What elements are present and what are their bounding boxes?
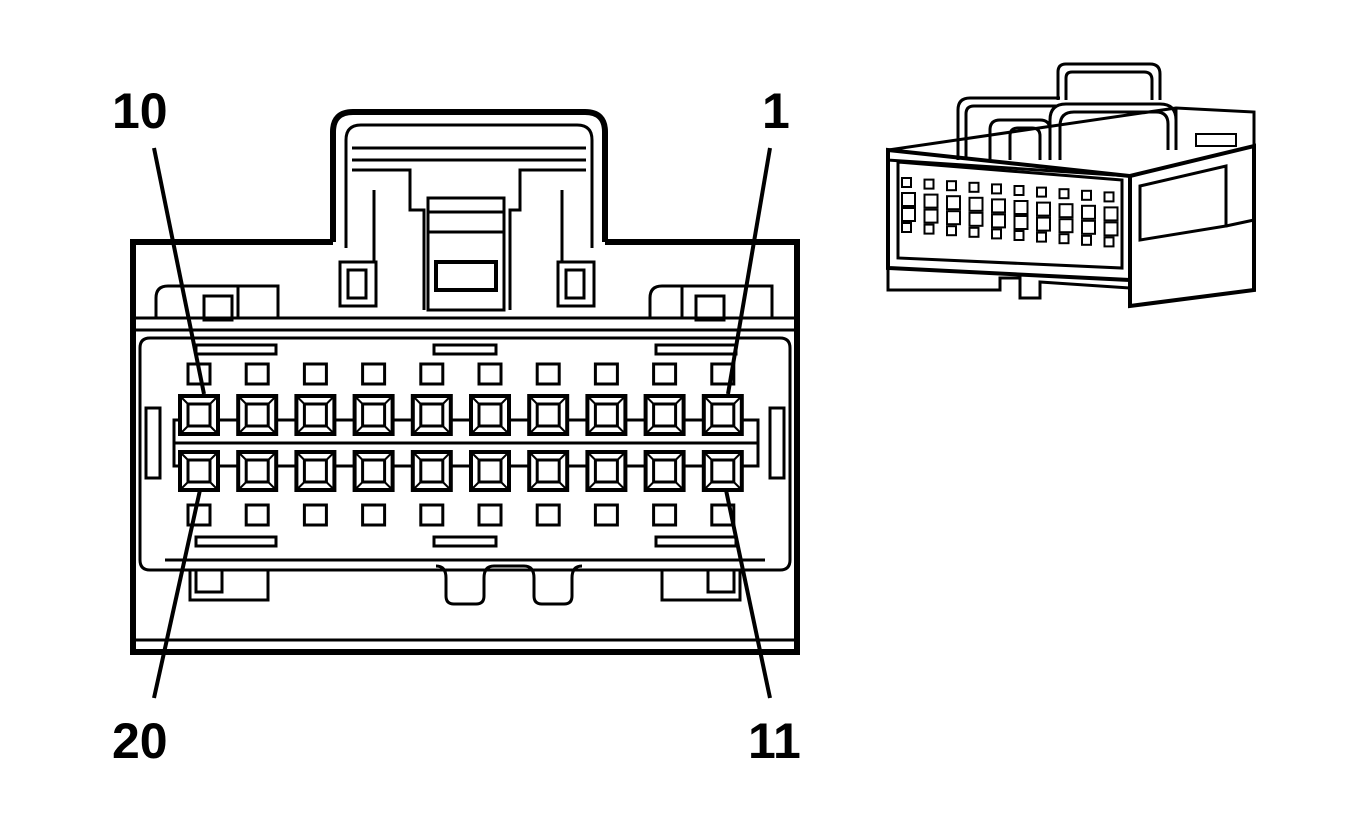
iso-cavity xyxy=(1013,185,1025,196)
pin-label-20: 20 xyxy=(112,713,168,769)
pin-cavity-3 xyxy=(585,394,628,436)
release-slot xyxy=(361,503,387,527)
iso-cavity xyxy=(1036,231,1047,243)
cavity-grid xyxy=(178,362,744,527)
pin-cavity-9 xyxy=(236,394,279,436)
pin-cavity-6 xyxy=(410,394,453,436)
iso-cavity xyxy=(1103,221,1119,237)
pin-cavity-17 xyxy=(352,450,395,492)
release-slot xyxy=(477,362,503,386)
iso-cavity xyxy=(991,228,1002,240)
iso-cavity xyxy=(946,225,957,237)
iso-cavity xyxy=(1103,206,1119,222)
release-slot xyxy=(535,503,561,527)
latch-housing xyxy=(330,109,608,242)
pin-cavity-20 xyxy=(178,450,220,492)
iso-cavity xyxy=(901,207,916,222)
iso-cavity xyxy=(968,196,984,212)
iso-cavity xyxy=(1058,188,1070,200)
pin-cavity-14 xyxy=(527,450,570,492)
iso-cavity xyxy=(946,180,957,192)
release-slot xyxy=(302,503,328,527)
pin-cavity-7 xyxy=(352,394,395,436)
release-slot xyxy=(186,503,212,527)
iso-cavity xyxy=(923,178,935,190)
iso-cavity xyxy=(901,177,912,188)
release-slot xyxy=(535,362,561,386)
release-slot xyxy=(652,503,678,527)
pin-label-11: 11 xyxy=(748,713,801,769)
release-slot xyxy=(419,362,445,386)
pin-cavity-5 xyxy=(469,394,511,436)
release-slot xyxy=(710,503,736,527)
release-slot xyxy=(244,503,270,527)
iso-cavity xyxy=(1103,191,1115,203)
pin-cavity-8 xyxy=(294,394,337,436)
release-slot xyxy=(477,503,503,527)
pin-cavity-16 xyxy=(410,450,453,492)
iso-cavity xyxy=(1036,186,1047,198)
pin-cavity-19 xyxy=(236,450,279,492)
iso-cavity xyxy=(1081,189,1092,201)
iso-cavity-grid xyxy=(901,177,1119,248)
iso-cavity xyxy=(923,193,939,209)
release-slot xyxy=(593,503,619,527)
iso-cavity xyxy=(991,183,1002,195)
pin-cavity-4 xyxy=(527,394,570,436)
iso-cavity xyxy=(991,198,1006,214)
iso-cavity xyxy=(1081,204,1096,220)
iso-cavity xyxy=(1058,218,1074,234)
iso-cavity xyxy=(1013,215,1029,230)
iso-cavity xyxy=(901,192,916,207)
pin-labels: 10 1 20 11 xyxy=(112,83,801,769)
latch-inner-outline xyxy=(344,123,594,248)
iso-cavity xyxy=(1058,203,1074,219)
release-slot xyxy=(652,362,678,386)
iso-cavity xyxy=(1013,230,1025,241)
leader-line-20 xyxy=(152,489,202,699)
pin-cavity-12 xyxy=(643,450,686,492)
iso-cavity xyxy=(901,222,912,233)
iso-cavity xyxy=(1013,200,1029,215)
housing-outline xyxy=(130,239,800,655)
pin-cavity-1 xyxy=(701,394,744,436)
iso-cavity xyxy=(1036,201,1051,217)
pin-cavity-2 xyxy=(643,394,686,436)
connector-face xyxy=(130,109,800,655)
release-slot xyxy=(419,503,445,527)
iso-cavity xyxy=(946,210,961,226)
release-slot xyxy=(710,362,736,386)
iso-cavity xyxy=(1036,216,1051,232)
leader-line-1 xyxy=(726,147,772,395)
pin-cavity-11 xyxy=(701,450,744,492)
iso-cavity xyxy=(923,223,935,235)
iso-cavity xyxy=(968,181,980,193)
iso-cavity xyxy=(991,213,1006,229)
pin-label-10: 10 xyxy=(112,83,168,139)
pin-label-1: 1 xyxy=(762,83,790,139)
iso-cavity xyxy=(1103,236,1115,248)
connector-isometric-view xyxy=(886,62,1256,309)
release-slot xyxy=(361,362,387,386)
leader-line-11 xyxy=(724,489,772,699)
leader-line-10 xyxy=(152,147,206,395)
iso-cavity xyxy=(1058,233,1070,245)
pin-cavity-18 xyxy=(294,450,337,492)
iso-cavity xyxy=(923,208,939,224)
pin-cavity-10 xyxy=(178,394,220,436)
pin-cavity-15 xyxy=(469,450,511,492)
release-slot xyxy=(302,362,328,386)
release-slot xyxy=(244,362,270,386)
release-slot xyxy=(593,362,619,386)
iso-cavity xyxy=(968,226,980,238)
pin-cavity-13 xyxy=(585,450,628,492)
iso-cavity xyxy=(968,211,984,227)
iso-cavity xyxy=(1081,234,1092,246)
iso-cavity xyxy=(1081,219,1096,235)
iso-cavity xyxy=(946,195,961,211)
